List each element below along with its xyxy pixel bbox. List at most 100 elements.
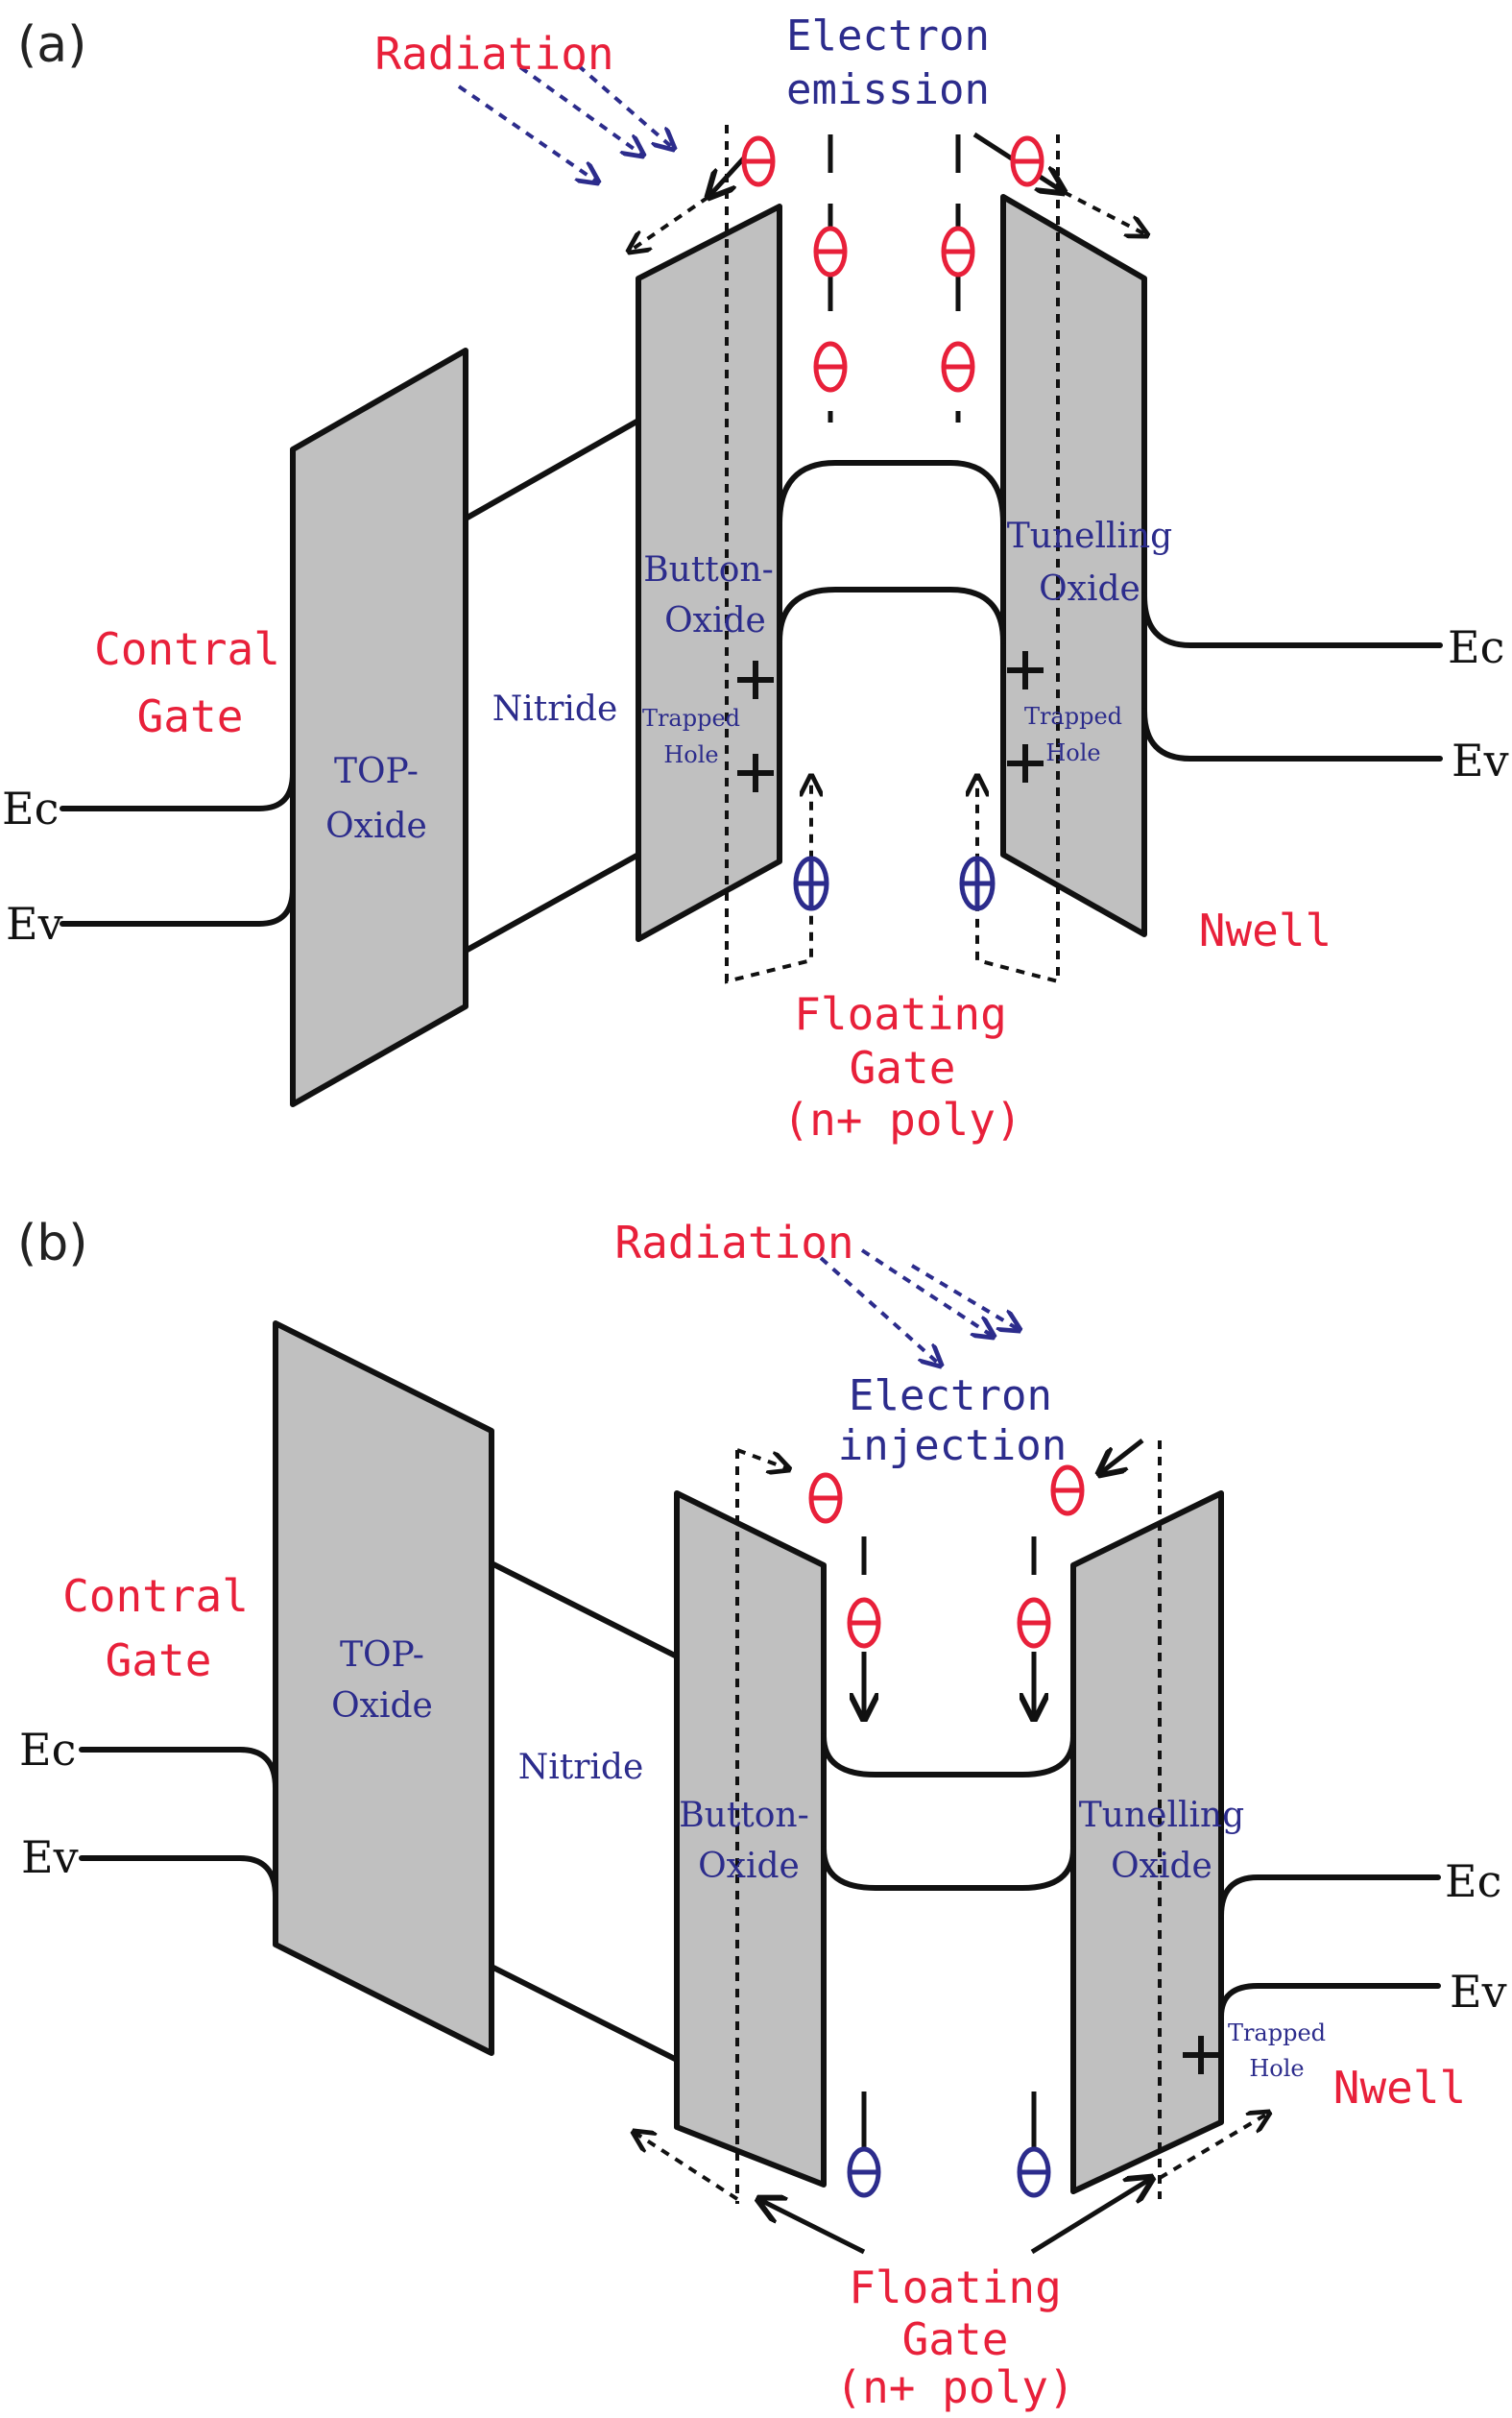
b-trapped-hole-line1: Trapped	[1228, 2019, 1326, 2046]
b-radiation-arrow-3	[910, 1264, 1020, 1330]
a-electron-emission-line1: Electron	[786, 12, 990, 60]
a-electron-2	[1010, 135, 1044, 187]
a-electron-3	[813, 226, 848, 278]
a-trapped-plus-right-1	[1007, 651, 1044, 689]
a-electron-4	[941, 226, 975, 278]
b-escape-arrow-right-dash	[1158, 2113, 1269, 2180]
b-electron-1	[808, 1472, 843, 1524]
a-electron-6	[941, 341, 975, 393]
a-emission-arrow-left-dash	[629, 195, 710, 252]
b-ev-right-label: Ev	[1450, 1966, 1507, 2018]
a-ev-left-label: Ev	[6, 898, 63, 950]
a-radiation-arrow-2	[518, 65, 643, 156]
panel-a: (a)	[2, 12, 1509, 1146]
b-nwell-label: Nwell	[1333, 2062, 1466, 2114]
a-control-gate-line1: Contral	[94, 623, 280, 675]
b-escape-arrow-right-solid	[1030, 2178, 1152, 2255]
b-hole-right	[1017, 2146, 1051, 2198]
b-guide-left-hook	[736, 1448, 789, 1469]
a-fg-ec-band	[777, 460, 1006, 526]
a-nwell-label: Nwell	[1199, 905, 1332, 956]
b-button-oxide	[674, 1490, 827, 2188]
b-nitride-bottom-line	[489, 1964, 680, 2063]
b-nitride-label: Nitride	[518, 1748, 644, 1787]
b-control-gate-line1: Contral	[62, 1570, 249, 1622]
a-emission-arrow-right-dash	[1063, 190, 1147, 235]
a-tunnelling-oxide	[1000, 194, 1147, 937]
a-button-oxide-line2: Oxide	[664, 601, 766, 641]
a-ec-left-label: Ec	[2, 783, 59, 834]
a-ec-right-label: Ec	[1448, 621, 1504, 673]
a-trapped-hole-right-line1: Trapped	[1024, 703, 1122, 730]
a-trapped-hole-left-line1: Trapped	[642, 705, 740, 732]
b-floating-gate-line3: (n+ poly)	[835, 2361, 1074, 2413]
b-ec-right-band	[1218, 1874, 1441, 1919]
b-nitride-top-line	[489, 1560, 680, 1659]
b-electron-injection-line2: injection	[838, 1421, 1067, 1470]
b-injection-arrow-right	[1099, 1439, 1144, 1474]
a-trapped-plus-right-2	[1007, 744, 1044, 783]
b-trapped-plus	[1183, 2036, 1219, 2074]
a-trapped-plus-left-2	[737, 754, 774, 792]
a-trapped-hole-right-line2: Hole	[1045, 739, 1100, 766]
b-ev-left-label: Ev	[21, 1831, 79, 1883]
b-top-oxide-line1: TOP-	[340, 1635, 424, 1675]
a-ec-right-band	[1141, 592, 1443, 648]
a-floating-gate-line2: Gate	[850, 1042, 956, 1094]
b-tunnelling-oxide-line1: Tunelling	[1079, 1796, 1244, 1835]
a-ev-right-band	[1141, 708, 1443, 762]
a-radiation-arrow-1	[457, 85, 598, 182]
b-button-oxide-line1: Button-	[679, 1796, 809, 1835]
b-floating-gate-line2: Gate	[902, 2313, 1009, 2365]
a-nitride-top-line	[463, 418, 641, 521]
a-ec-left-band	[60, 770, 296, 811]
b-ev-right-band	[1218, 1983, 1441, 2019]
a-tunnelling-oxide-line2: Oxide	[1039, 569, 1140, 609]
b-radiation-label: Radiation	[614, 1217, 853, 1269]
b-fg-ec-band	[821, 1733, 1076, 1777]
b-tunnelling-oxide	[1070, 1490, 1224, 2194]
b-ec-left-band	[79, 1747, 278, 1791]
a-top-oxide-line2: Oxide	[325, 807, 427, 846]
panel-b: (b)	[17, 1215, 1507, 2413]
panel-a-letter: (a)	[17, 16, 86, 74]
a-control-gate-line2: Gate	[137, 690, 244, 742]
a-electron-emission-line2: emission	[786, 65, 990, 114]
a-ev-left-band	[60, 885, 296, 927]
b-electron-2	[1050, 1464, 1085, 1516]
a-top-oxide-line1: TOP-	[334, 752, 419, 791]
a-floating-gate-line1: Floating	[794, 988, 1007, 1040]
b-radiation-arrow-1	[819, 1256, 941, 1366]
a-top-oxide	[290, 348, 468, 1107]
b-tunnelling-oxide-line2: Oxide	[1111, 1847, 1212, 1886]
b-electron-4	[1017, 1597, 1051, 1649]
a-hole-right	[959, 856, 996, 911]
b-escape-arrow-left-solid	[758, 2199, 866, 2255]
a-hole-path-right	[977, 134, 1060, 984]
b-top-oxide	[273, 1320, 494, 2056]
b-button-oxide-line2: Oxide	[698, 1847, 800, 1886]
b-top-oxide-line2: Oxide	[331, 1686, 433, 1726]
b-electron-injection-line1: Electron	[849, 1371, 1052, 1420]
a-trapped-hole-left-line2: Hole	[663, 741, 718, 768]
a-electron-5	[813, 341, 848, 393]
a-hole-left	[793, 856, 829, 911]
a-button-oxide	[636, 204, 782, 942]
panel-b-letter: (b)	[17, 1215, 88, 1272]
b-ev-left-band	[79, 1855, 278, 1899]
b-trapped-hole-line2: Hole	[1249, 2055, 1304, 2082]
b-floating-gate-line1: Floating	[849, 2261, 1062, 2313]
a-tunnelling-oxide-line1: Tunelling	[1007, 517, 1172, 556]
a-fg-ev-band	[777, 587, 1006, 644]
b-ec-left-label: Ec	[19, 1724, 76, 1776]
b-radiation-arrow-2	[860, 1248, 994, 1337]
a-nitride-label: Nitride	[492, 689, 618, 729]
a-trapped-plus-left-1	[737, 661, 774, 699]
b-fg-ev-band	[821, 1846, 1076, 1891]
a-nitride-bottom-line	[463, 852, 641, 954]
a-radiation-label: Radiation	[374, 28, 613, 80]
a-floating-gate-line3: (n+ poly)	[782, 1094, 1021, 1146]
a-electron-1	[741, 135, 776, 187]
b-escape-arrow-left-dash	[634, 2132, 739, 2201]
b-control-gate-line2: Gate	[106, 1634, 212, 1686]
